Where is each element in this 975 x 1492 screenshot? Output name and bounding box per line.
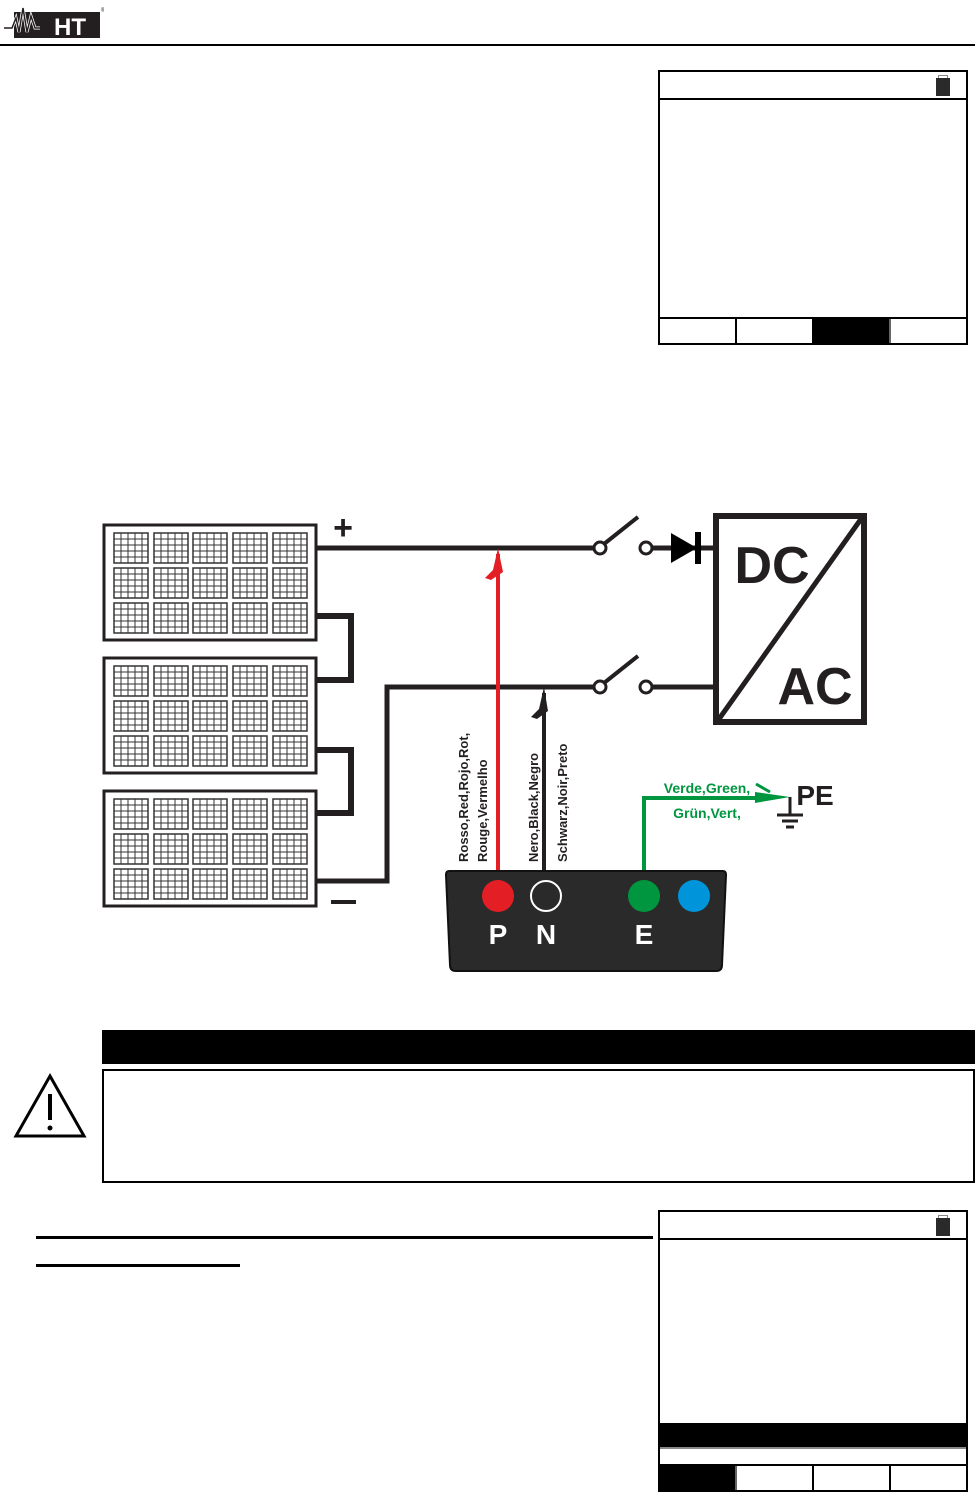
function-key-3[interactable]: [814, 319, 891, 343]
black-lead-label-1: Nero,Black,Negro: [526, 753, 541, 862]
minus-label: [331, 900, 356, 904]
terminal-n-label: N: [536, 919, 556, 950]
battery-icon: [936, 75, 950, 96]
switch-1-lever: [602, 515, 640, 546]
function-key-4[interactable]: [891, 1466, 966, 1490]
terminal-n: [530, 880, 562, 912]
switch-2-lever: [602, 654, 640, 685]
terminal-p-label: P: [489, 919, 508, 950]
green-lead-label-1: Verde,Green,: [664, 780, 750, 796]
battery-icon: [936, 1215, 950, 1236]
section-heading-underline-1: [36, 1236, 653, 1239]
solar-panel-1: [104, 525, 316, 640]
function-key-1[interactable]: [660, 1466, 737, 1490]
logo-text: HT: [54, 14, 86, 40]
function-key-3[interactable]: [814, 1466, 891, 1490]
function-key-2[interactable]: [737, 319, 814, 343]
inverter-ac-label: AC: [777, 658, 852, 716]
pv-wiring-diagram: + DC AC Rosso,Red,Rojo,Rot, Rouge,Vermel…: [95, 509, 867, 972]
inverter-diagonal: [716, 517, 864, 721]
function-key-bar: [660, 1464, 966, 1490]
plus-label: +: [333, 509, 353, 547]
ground-icon: [777, 797, 803, 829]
terminal-p: [482, 880, 514, 912]
series-link-2-3: [317, 747, 354, 816]
red-lead-label-2: Rouge,Vermelho: [475, 759, 490, 862]
screen-status-bar: [660, 72, 966, 100]
inverter-dc-label: DC: [734, 537, 809, 595]
negative-wire: [317, 684, 596, 884]
instrument-screen-bottom: [658, 1210, 968, 1492]
warning-triangle-icon: [13, 1072, 87, 1138]
header-divider: [0, 44, 975, 46]
green-crocodile-clip-icon: [755, 792, 790, 803]
green-lead: [642, 796, 770, 880]
series-link-1-2: [317, 613, 354, 683]
screen-status-bar: [660, 1212, 966, 1240]
screen-message-bar: [660, 1423, 966, 1449]
green-lead-label-2: Grün,Vert,: [673, 805, 741, 821]
switch-1-contact-b: [638, 540, 654, 556]
solar-panel-2: [104, 658, 316, 773]
diode-icon: [671, 533, 697, 563]
terminal-aux: [678, 880, 710, 912]
warning-body: [102, 1069, 975, 1183]
function-key-4[interactable]: [891, 319, 966, 343]
solar-panel-3: [104, 791, 316, 906]
black-lead-label-2: Schwarz,Noir,Preto: [555, 743, 570, 862]
black-crocodile-clip-icon: [531, 687, 548, 719]
red-crocodile-clip-icon: [485, 548, 503, 580]
ht-logo: HT ®: [4, 7, 104, 40]
warning-title-bar: [102, 1030, 975, 1064]
terminal-e: [628, 880, 660, 912]
function-key-bar: [660, 317, 966, 343]
terminal-e-label: E: [635, 919, 654, 950]
instrument-screen-top: [658, 70, 968, 345]
registered-mark: ®: [101, 7, 104, 14]
red-lead-label-1: Rosso,Red,Rojo,Rot,: [456, 733, 471, 862]
pe-label: PE: [796, 780, 833, 811]
switch-2-contact-b: [638, 679, 654, 695]
switch-1-contact-a: [592, 540, 608, 556]
switch-2-contact-a: [592, 679, 608, 695]
function-key-1[interactable]: [660, 319, 737, 343]
section-heading-underline-2: [36, 1264, 240, 1267]
function-key-2[interactable]: [737, 1466, 814, 1490]
